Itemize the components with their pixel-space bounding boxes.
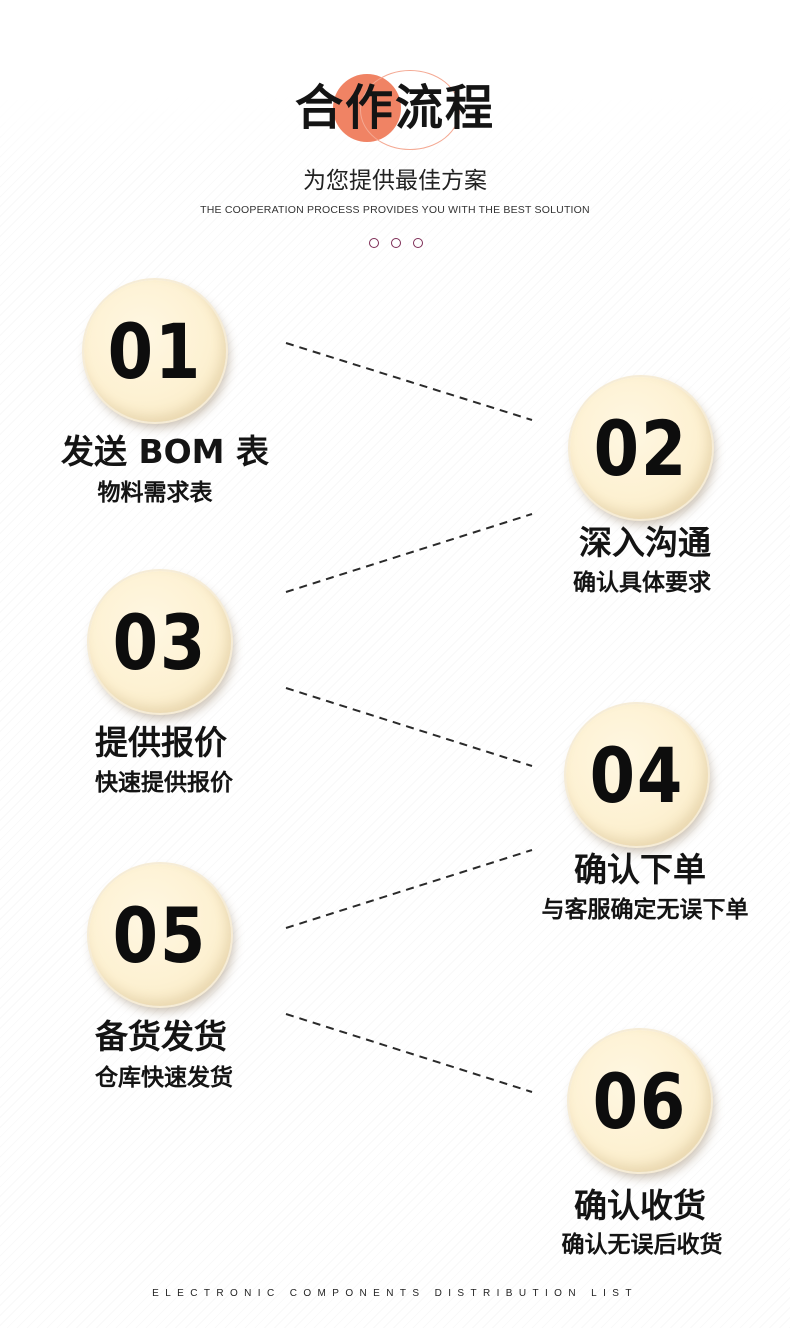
step-2-subtitle: 确认具体要求	[573, 570, 711, 596]
step-2-title: 深入沟通	[579, 523, 711, 562]
step-5-number: 05	[112, 890, 208, 980]
step-5-subtitle: 仓库快速发货	[95, 1065, 233, 1091]
page-title: 合作流程	[294, 80, 495, 136]
step-6-badge: 06	[569, 1030, 711, 1172]
step-5-badge: 05	[89, 864, 231, 1006]
dot-icon	[391, 238, 401, 248]
page-subtitle: 为您提供最佳方案	[303, 168, 487, 194]
step-1-subtitle: 物料需求表	[97, 480, 213, 506]
step-1-badge: 01	[84, 280, 226, 422]
step-3-subtitle: 快速提供报价	[95, 770, 233, 796]
step-4-subtitle: 与客服确定无误下单	[541, 897, 749, 923]
step-1-title: 发送 BOM 表	[60, 432, 270, 471]
step-2-badge: 02	[570, 377, 712, 519]
step-3-number: 03	[112, 597, 208, 687]
step-6-title: 确认收货	[574, 1186, 706, 1225]
step-1-number: 01	[107, 306, 203, 396]
connector-line	[285, 342, 533, 421]
connector-line	[285, 687, 533, 767]
step-2-number: 02	[593, 403, 689, 493]
decorative-dots	[369, 238, 425, 250]
footer-caption: ELECTRONIC COMPONENTS DISTRIBUTION LIST	[152, 1288, 638, 1299]
step-4-number: 04	[589, 730, 685, 820]
connector-line	[285, 513, 533, 593]
dot-icon	[413, 238, 423, 248]
section-title: 合作流程	[0, 68, 790, 150]
step-5-title: 备货发货	[95, 1017, 227, 1056]
step-6-number: 06	[592, 1056, 688, 1146]
dot-icon	[369, 238, 379, 248]
step-6-subtitle: 确认无误后收货	[561, 1232, 723, 1258]
title-accent-ring	[360, 70, 460, 150]
step-3-title: 提供报价	[95, 723, 227, 762]
step-4-badge: 04	[566, 704, 708, 846]
connector-line	[285, 1013, 533, 1093]
connector-line	[285, 849, 533, 929]
step-3-badge: 03	[89, 571, 231, 713]
step-4-title: 确认下单	[574, 850, 706, 889]
page-subtitle-english: THE COOPERATION PROCESS PROVIDES YOU WIT…	[200, 204, 590, 216]
